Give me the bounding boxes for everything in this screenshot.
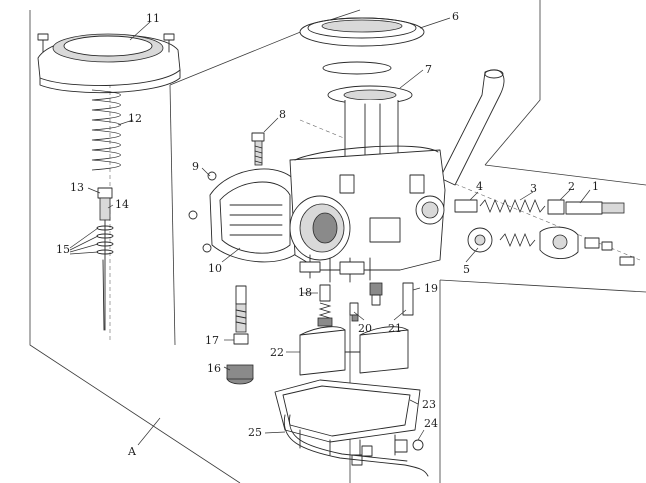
callout-21: 21 xyxy=(388,322,402,335)
callout-16: 16 xyxy=(207,362,221,375)
part-7-ring xyxy=(322,61,392,75)
part-25-drain-tube xyxy=(283,414,429,477)
callout-3: 3 xyxy=(530,182,537,195)
callout-7: 7 xyxy=(425,63,432,76)
screw-left xyxy=(37,33,49,41)
callout-14: 14 xyxy=(115,198,129,211)
callout-5: 5 xyxy=(463,263,470,276)
vent-hose xyxy=(439,69,505,186)
callout-labels: 1 2 3 4 5 6 7 8 9 10 11 12 13 14 15 16 1… xyxy=(56,10,599,458)
vacuum-slide xyxy=(327,85,413,167)
part-1-5-adjuster-group xyxy=(454,198,635,266)
callout-23: 23 xyxy=(422,398,436,411)
part-16-17-jets xyxy=(226,285,254,385)
callout-15: 15 xyxy=(56,243,70,256)
callout-12: 12 xyxy=(128,112,142,125)
callout-9: 9 xyxy=(192,160,199,173)
part-12-spring xyxy=(91,89,121,171)
callout-18: 18 xyxy=(298,286,312,299)
part-13-14-15-needle xyxy=(96,187,114,331)
callout-22: 22 xyxy=(270,346,284,359)
leader-lines xyxy=(69,17,591,446)
carburetor-body xyxy=(289,145,446,283)
callout-25: 25 xyxy=(248,426,262,439)
callout-6: 6 xyxy=(452,10,459,23)
callout-1: 1 xyxy=(592,180,599,193)
part-8-screw xyxy=(251,132,265,166)
part-22-floats xyxy=(299,326,409,376)
callout-8: 8 xyxy=(279,108,286,121)
part-10-side-cover xyxy=(188,168,301,263)
screw-right xyxy=(163,33,175,41)
part-19-20-21-jets xyxy=(349,282,414,322)
callout-2: 2 xyxy=(568,180,575,193)
callout-20: 20 xyxy=(358,322,372,335)
callout-19: 19 xyxy=(424,282,438,295)
part-18-jet xyxy=(317,284,333,327)
section-label-a: A xyxy=(127,445,137,458)
callout-11: 11 xyxy=(146,12,160,25)
callout-17: 17 xyxy=(205,334,219,347)
part-6-diaphragm xyxy=(299,17,425,47)
callout-13: 13 xyxy=(70,181,84,194)
callout-4: 4 xyxy=(476,180,483,193)
callout-10: 10 xyxy=(208,262,222,275)
part-24-drain-screw xyxy=(394,439,424,453)
part-11-top-cover xyxy=(37,33,181,94)
callout-24: 24 xyxy=(424,417,438,430)
